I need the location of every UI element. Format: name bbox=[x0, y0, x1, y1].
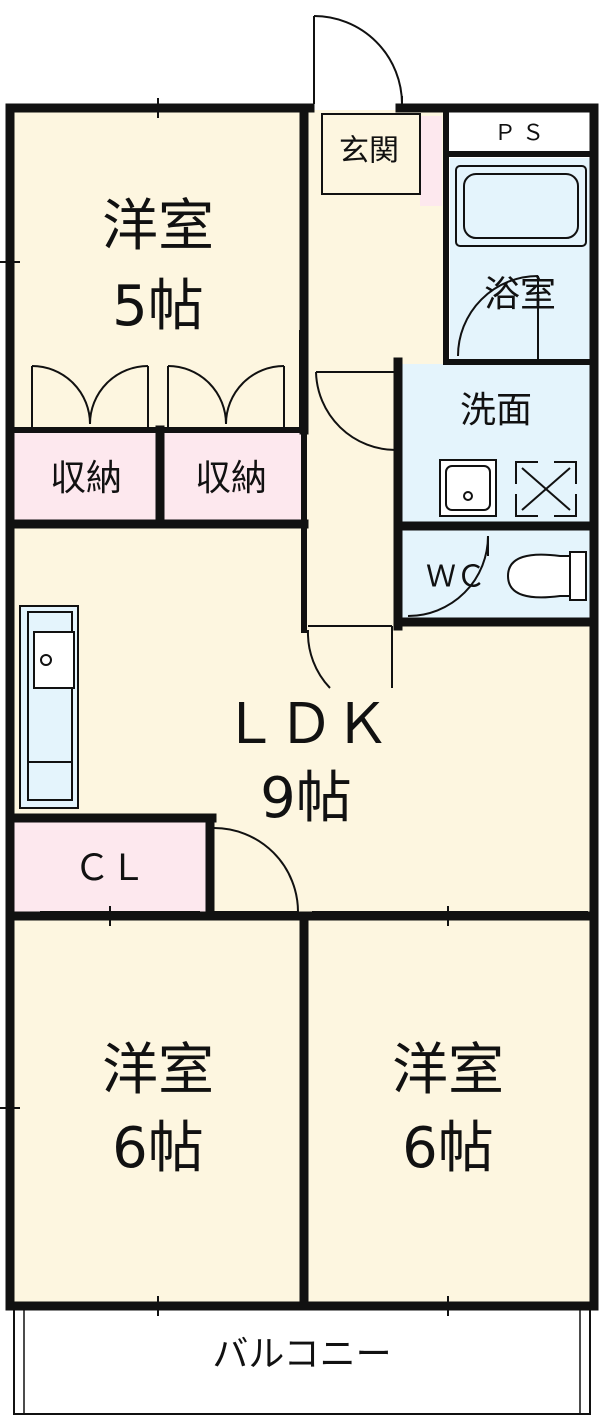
western-room-6b-area bbox=[304, 916, 590, 1302]
western-room-6a-size: 6帖 bbox=[112, 1116, 204, 1181]
closet-area bbox=[14, 822, 210, 916]
pipe-space-area bbox=[450, 114, 590, 154]
bathtub bbox=[455, 165, 587, 247]
room-6a-door bbox=[213, 827, 299, 913]
western-room-6a-name: 洋室 bbox=[102, 1038, 214, 1103]
room-labels: 洋室 5帖 収納 収納 玄関 ＰＳ 浴室 洗面 ＷＣ ＬＤＫ 9帖 ＣＬ 洋室 … bbox=[50, 121, 556, 1375]
toilet-door bbox=[407, 535, 489, 617]
ldk-size: 9帖 bbox=[260, 766, 352, 831]
toilet-label: ＷＣ bbox=[426, 560, 486, 595]
washroom-label: 洗面 bbox=[460, 390, 532, 431]
window-markers bbox=[0, 98, 449, 1316]
entrance-label: 玄関 bbox=[339, 134, 399, 169]
balcony bbox=[13, 1305, 591, 1415]
storage-doors bbox=[31, 365, 285, 428]
closet-label: ＣＬ bbox=[74, 848, 146, 889]
storage-1-area bbox=[14, 430, 160, 524]
entrance-area bbox=[321, 113, 421, 195]
entrance-door bbox=[313, 15, 403, 105]
room-fills bbox=[14, 110, 590, 1302]
western-room-6b-size: 6帖 bbox=[402, 1116, 494, 1181]
western-room-5-area bbox=[14, 110, 304, 430]
western-room-5-size: 5帖 bbox=[112, 274, 204, 339]
shoe-box-area bbox=[420, 116, 442, 206]
walls bbox=[5, 103, 599, 1311]
western-room-6a-area bbox=[14, 916, 304, 1302]
bathroom-door bbox=[457, 275, 539, 360]
sliding-door-marks bbox=[11, 180, 588, 1200]
kitchen-counter bbox=[19, 605, 79, 809]
storage-1-label: 収納 bbox=[50, 458, 122, 499]
washroom-door bbox=[315, 371, 397, 451]
wash-basin bbox=[439, 459, 497, 517]
ldk-name: ＬＤＫ bbox=[222, 692, 390, 757]
balcony-label: バルコニー bbox=[212, 1334, 391, 1375]
toilet-bowl bbox=[506, 551, 587, 601]
western-room-6b-name: 洋室 bbox=[392, 1038, 504, 1103]
western-room-5-name: 洋室 bbox=[102, 194, 214, 259]
pipe-space-label: ＰＳ bbox=[494, 121, 550, 146]
storage-2-label: 収納 bbox=[195, 458, 267, 499]
washing-machine-space bbox=[515, 461, 577, 517]
ldk-door bbox=[306, 625, 393, 689]
storage-2-area bbox=[160, 430, 304, 524]
bathroom-label: 浴室 bbox=[484, 274, 556, 315]
